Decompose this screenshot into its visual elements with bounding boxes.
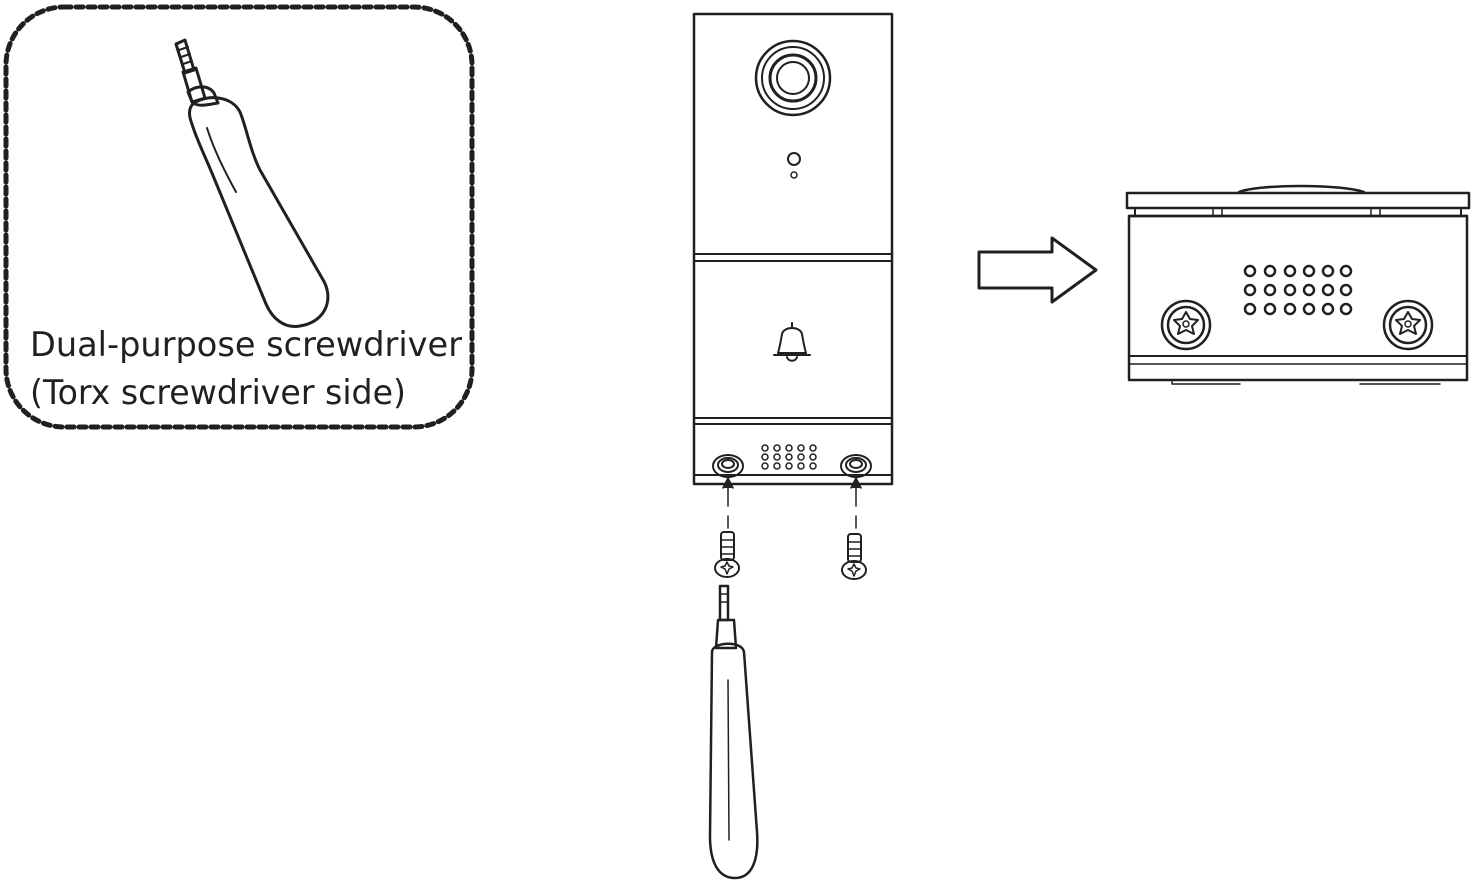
screw-hole-right	[840, 454, 872, 478]
bell-icon	[773, 322, 811, 362]
screwdriver-icon	[174, 38, 330, 328]
insertion-guide-right	[850, 477, 862, 529]
doorbell-bottom-view	[1125, 184, 1471, 385]
torx-screw-icon	[714, 531, 740, 578]
callout-box	[3, 4, 475, 430]
right-arrow-icon	[977, 236, 1098, 304]
screwdriver-icon	[708, 584, 759, 880]
torx-screw-icon	[1382, 299, 1434, 351]
tool-label-line-1: Dual-purpose screwdriver	[30, 325, 462, 365]
light-sensor	[787, 152, 801, 166]
screw-hole-left	[712, 454, 744, 478]
status-indicator	[790, 171, 798, 179]
camera-lens	[754, 39, 832, 117]
tool-label-line-2: (Torx screwdriver side)	[30, 373, 406, 413]
doorbell-front-view	[692, 12, 894, 486]
speaker-grille	[1243, 264, 1353, 316]
insertion-guide-left	[722, 477, 734, 529]
torx-screw-icon	[1160, 299, 1212, 351]
torx-screw-icon	[841, 533, 867, 580]
doorbell-body	[692, 12, 894, 486]
speaker-grille	[761, 444, 817, 470]
